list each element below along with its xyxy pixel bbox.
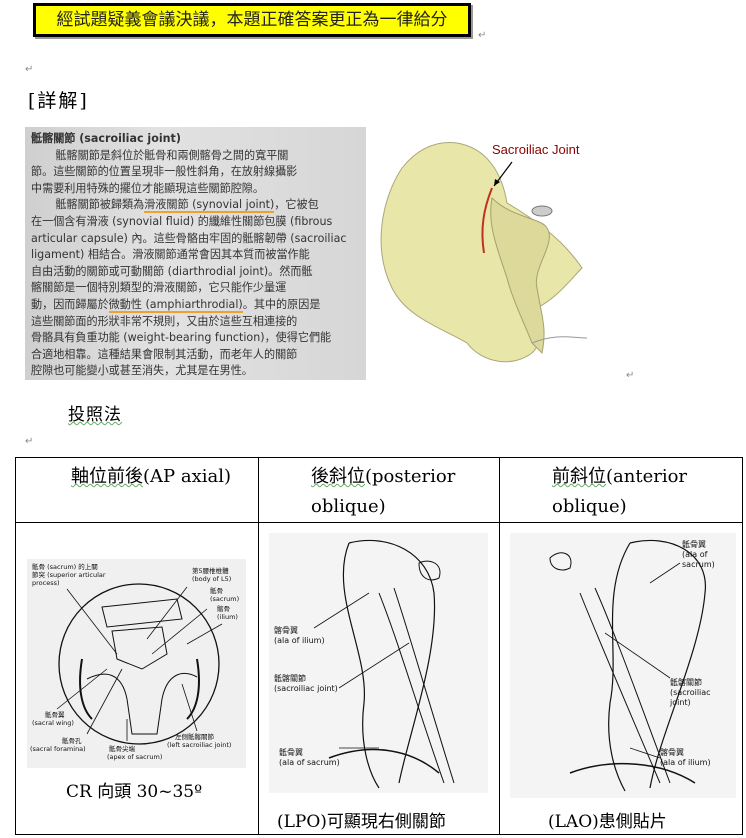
scan-line: articular capsule) 內。這些骨骼由牢固的骶髂韌帶 (sacro… (31, 231, 347, 245)
lao-label: 骶骨翼 (682, 539, 706, 549)
lpo-label: (sacroiliac joint) (274, 684, 338, 693)
scan-line: 合適地相靠。這種結果會限制其活動，而老年人的關節 (31, 347, 298, 361)
ap-label: 骶骨 (210, 586, 223, 595)
lao-diagram: 骶骨翼 (ala of sacrum) 骶髂關節 (sacroiliac joi… (510, 533, 736, 798)
ap-label: (sacrum) (210, 595, 239, 603)
lao-label: 髂骨翼 (660, 747, 684, 757)
lao-label: (ala of ilium) (660, 758, 711, 767)
lao-label: joint) (669, 698, 691, 707)
scan-line: 腔隙也可能變小或甚至消失，尤其是在男性。 (31, 364, 253, 378)
ap-label: 髂骨 (217, 604, 230, 613)
lao-label: sacrum) (682, 560, 715, 569)
scan-line: 中需要利用特殊的擺位才能顯現這些關節腔隙。 (31, 181, 264, 195)
lpo-label: (ala of ilium) (274, 636, 325, 645)
cell-anterior-oblique: 骶骨翼 (ala of sacrum) 骶髂關節 (sacroiliac joi… (499, 522, 743, 835)
lpo-label: 髂骨翼 (274, 625, 298, 635)
scan-line: 骶髂關節是斜位於骶骨和兩側髂骨之間的寬平關 (55, 148, 289, 162)
lao-label: 骶髂關節 (670, 677, 702, 687)
scan-line: 髂關節是一個特別類型的滑液關節，它只能作少量運 (31, 281, 287, 295)
ap-label: 節突 (superior articular (32, 570, 106, 579)
highlighted-term: 微動性 (amphiarthrodial) (108, 297, 243, 313)
lpo-label: (ala of sacrum) (279, 758, 340, 767)
cell-ap-axial: 骶骨 (sacrum) 的上關 節突 (superior articular p… (15, 522, 259, 835)
scan-line: 節。這些關節的位置呈現非一般性斜角，在放射線攝影 (31, 165, 298, 179)
projection-method-heading: 投照法 (68, 405, 122, 425)
lpo-label: 骶髂關節 (274, 673, 306, 683)
ap-label: (ilium) (217, 613, 238, 621)
sacroiliac-joint-label: Sacroiliac Joint (492, 142, 580, 157)
scan-line: 骶髂關節 (sacroiliac joint) (31, 132, 181, 145)
ap-label: (body of L5) (192, 575, 231, 583)
ap-label: 骶骨 (sacrum) 的上關 (32, 562, 98, 571)
answer-correction-banner: 經試題疑義會議決議，本題正確答案更正為一律給分 (33, 3, 471, 37)
ap-label: (sacral wing) (32, 719, 74, 727)
scan-line: ligament) 相結合。滑液關節通常會因其本質而被當作能 (31, 248, 310, 262)
header-anterior-oblique: 前斜位(anterior oblique) (499, 457, 743, 523)
ap-label: 骶骨孔 (62, 736, 82, 745)
scan-line: 在一個含有滑液 (synovial fluid) 的纖維性關節包膜 (fibro… (31, 214, 333, 228)
textbook-scan: 骶髂關節 (sacroiliac joint) 骶髂關節是斜位於骶骨和兩側髂骨之… (25, 127, 366, 380)
paragraph-mark: ↵ (25, 436, 34, 447)
ap-label: (apex of sacrum) (107, 753, 162, 761)
pelvis-illustration: Sacroiliac Joint (380, 142, 588, 363)
detail-heading: [詳解] (28, 90, 89, 112)
header-posterior-oblique: 後斜位(posterior oblique) (258, 457, 500, 523)
scan-line: 自由活動的關節或可動關節 (diarthrodial joint)。然而骶 (31, 264, 313, 278)
paragraph-mark: ↵ (478, 30, 487, 41)
ap-label: process) (32, 579, 60, 587)
ap-label: 左側骶髂關節 (175, 732, 215, 741)
cell-posterior-oblique: 髂骨翼 (ala of ilium) 骶髂關節 (sacroiliac join… (258, 522, 500, 835)
ap-label: 骶骨翼 (45, 710, 65, 719)
ap-axial-diagram: 骶骨 (sacrum) 的上關 節突 (superior articular p… (27, 559, 246, 768)
paragraph-mark: ↵ (626, 370, 635, 381)
scan-line: 動，因而歸屬於微動性 (amphiarthrodial)。其中的原因是 (31, 297, 321, 313)
scan-line: 骶髂關節被歸類為滑液關節 (synovial joint)，它被包 (55, 198, 319, 214)
header-ap-axial: 軸位前後(AP axial) (15, 457, 259, 523)
lpo-label: 骶骨翼 (279, 747, 303, 757)
ap-label: 第5腰椎椎體 (192, 566, 229, 575)
highlighted-term: 滑液關節 (synovial joint) (144, 198, 275, 214)
ap-label: (left sacroiliac joint) (167, 741, 231, 749)
lao-label: (sacroiliac (670, 688, 711, 697)
scan-line: 這些關節面的形狀非常不規則，又由於這些互相連接的 (31, 314, 298, 328)
lao-caption: (LAO)患側貼片 (548, 812, 667, 832)
lpo-diagram: 髂骨翼 (ala of ilium) 骶髂關節 (sacroiliac join… (269, 533, 488, 793)
scan-line: 骨骼具有負重功能 (weight-bearing function)，使得它們能 (31, 331, 332, 345)
projection-table: 軸位前後(AP axial) 後斜位(posterior oblique) 前斜… (15, 457, 743, 835)
lao-label: (ala of (682, 550, 708, 559)
lpo-caption: (LPO)可顯現右側關節 (277, 812, 446, 832)
ap-label: (sacral foramina) (30, 745, 86, 753)
ap-axial-caption: CR 向頭 30~35º (66, 782, 203, 802)
ap-label: 骶骨尖端 (109, 744, 136, 753)
paragraph-mark: ↵ (25, 64, 34, 75)
